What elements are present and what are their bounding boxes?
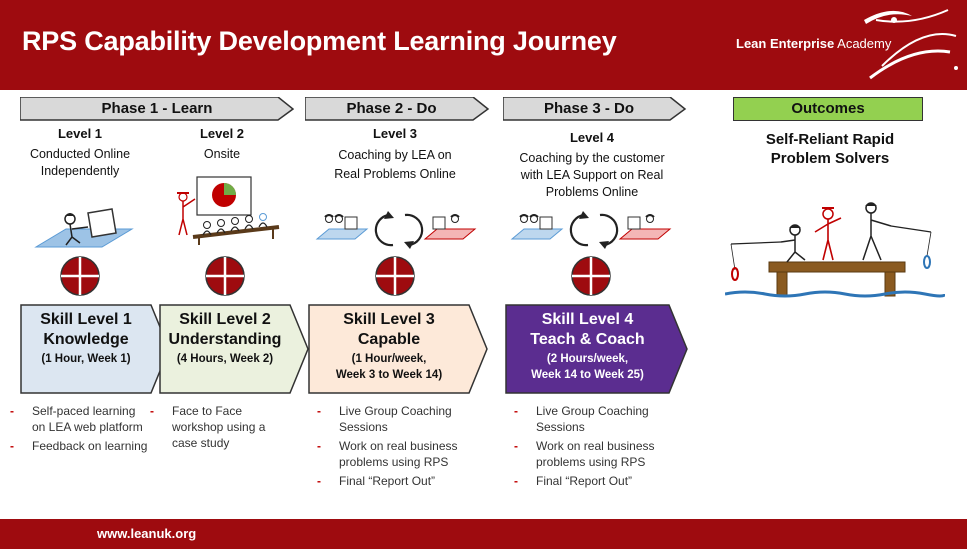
- phase-2-arrow-shape: [305, 97, 490, 121]
- skill-level-4-sub: (2 Hours/week, Week 14 to Week 25): [505, 351, 688, 383]
- level-1-desc-line: Independently: [40, 164, 120, 178]
- level-4-desc-line: Coaching by the customer: [519, 151, 665, 165]
- level-1-bullets: Self-paced learning on LEA web platform …: [8, 403, 148, 457]
- skill-level-4-title: Skill Level 4 Teach & Coach: [505, 310, 688, 350]
- pie-chart-icon: [177, 176, 280, 245]
- skill-level-1-sub: (1 Hour, Week 1): [20, 351, 170, 367]
- skill-level-1-box: Skill Level 1 Knowledge (1 Hour, Week 1): [20, 304, 170, 394]
- skill-level-2-box: Skill Level 2 Understanding (4 Hours, We…: [159, 304, 309, 394]
- list-item: Face to Face workshop using a case study: [148, 403, 288, 451]
- list-item: Work on real business problems using RPS: [512, 438, 682, 470]
- page-title: RPS Capability Development Learning Jour…: [22, 26, 617, 56]
- fishing-people-icon: [725, 202, 945, 298]
- brand-name-light: Academy: [834, 36, 892, 51]
- swoosh-logo-icon: [864, 9, 958, 80]
- phase-1-arrow-shape: [20, 97, 294, 121]
- level-4-title: Level 4: [569, 130, 615, 145]
- laptop-icon: [34, 208, 134, 248]
- list-item: Live Group Coaching Sessions: [315, 403, 485, 435]
- outcomes-header: Outcomes: [733, 97, 923, 121]
- level-4-desc: Coaching by the customer with LEA Suppor…: [502, 150, 682, 201]
- level-3-bullets: Live Group Coaching Sessions Work on rea…: [315, 403, 485, 492]
- skill-title-line: Teach & Coach: [530, 331, 645, 348]
- cycle-arrows-icon: [315, 211, 477, 249]
- list-item: Live Group Coaching Sessions: [512, 403, 682, 435]
- level-3-desc-line: Coaching by LEA on: [338, 148, 452, 162]
- skill-sub-line: Week 3 to Week 14): [335, 369, 443, 381]
- skill-level-2-sub: (4 Hours, Week 2): [159, 351, 309, 367]
- phase-3-arrow: Phase 3 - Do: [503, 97, 687, 121]
- skill-level-1-title: Skill Level 1 Knowledge: [20, 310, 170, 350]
- level-3-desc-line: Real Problems Online: [334, 167, 456, 181]
- level-1-title: Level 1: [57, 126, 103, 141]
- list-item: Feedback on learning: [8, 438, 148, 454]
- skill-title-line: Skill Level 1: [40, 311, 132, 328]
- website-link[interactable]: www.leanuk.org: [97, 526, 197, 541]
- skill-title-line: Capable: [357, 331, 421, 348]
- skill-sub-line: (1 Hour, Week 1): [41, 353, 131, 365]
- skill-level-3-shape: [308, 304, 488, 394]
- skill-sub-line: Week 14 to Week 25): [531, 369, 644, 381]
- phase-3-label: Phase 3 - Do: [543, 100, 635, 117]
- skill-sub-line: (2 Hours/week,: [546, 353, 629, 365]
- skill-level-2-title: Skill Level 2 Understanding: [159, 310, 309, 350]
- skill-title-line: Knowledge: [43, 331, 129, 348]
- cycle-arrows-icon: [510, 211, 672, 249]
- level-2-title: Level 2: [199, 126, 245, 141]
- phase-2-label: Phase 2 - Do: [346, 100, 437, 117]
- brand-name-bold: Lean Enterprise: [736, 36, 835, 51]
- level-4-desc-line: with LEA Support on Real: [520, 168, 664, 182]
- skill-title-line: Skill Level 4: [541, 311, 634, 328]
- skill-level-3-box: Skill Level 3 Capable (1 Hour/week, Week…: [308, 304, 488, 394]
- level-1-desc-line: Conducted Online: [29, 147, 131, 161]
- skill-level-4-box: Skill Level 4 Teach & Coach (2 Hours/wee…: [505, 304, 688, 394]
- skill-title-line: Understanding: [168, 331, 282, 348]
- skill-sub-line: (1 Hour/week,: [351, 353, 427, 365]
- phase-2-arrow: Phase 2 - Do: [305, 97, 490, 121]
- phase-1-label: Phase 1 - Learn: [101, 100, 213, 117]
- phase-1-arrow: Phase 1 - Learn: [20, 97, 294, 121]
- outcome-text: Self-Reliant Rapid Problem Solvers: [735, 130, 925, 168]
- skill-title-line: Skill Level 3: [343, 311, 435, 328]
- skill-level-3-title: Skill Level 3 Capable: [308, 310, 488, 350]
- brand-name: Lean Enterprise Academy: [736, 36, 891, 51]
- level-2-desc-line: Onsite: [203, 147, 241, 161]
- skill-level-3-sub: (1 Hour/week, Week 3 to Week 14): [308, 351, 488, 383]
- level-3-title: Level 3: [372, 126, 418, 141]
- phase-3-arrow-shape: [503, 97, 687, 121]
- target-icon: [375, 256, 415, 296]
- level-2-desc: Onsite: [172, 146, 272, 163]
- skill-sub-line: (4 Hours, Week 2): [176, 353, 274, 365]
- footer-bar: www.leanuk.org: [0, 519, 967, 549]
- level-1-desc: Conducted Online Independently: [10, 146, 150, 180]
- skill-level-2-shape: [159, 304, 309, 394]
- target-icon: [205, 256, 245, 296]
- list-item: Final “Report Out”: [315, 473, 485, 489]
- header-bar: RPS Capability Development Learning Jour…: [0, 0, 967, 90]
- level-3-desc: Coaching by LEA on Real Problems Online: [315, 146, 475, 184]
- skill-level-4-shape: [505, 304, 688, 394]
- target-icon: [571, 256, 611, 296]
- outcome-text-line2: Problem Solvers: [770, 150, 890, 167]
- skill-title-line: Skill Level 2: [179, 311, 271, 328]
- target-icon: [60, 256, 100, 296]
- level-4-desc-line: Problems Online: [545, 185, 639, 199]
- list-item: Work on real business problems using RPS: [315, 438, 485, 470]
- level-4-bullets: Live Group Coaching Sessions Work on rea…: [512, 403, 682, 492]
- list-item: Final “Report Out”: [512, 473, 682, 489]
- outcome-text-line1: Self-Reliant Rapid: [765, 131, 895, 148]
- level-2-bullets: Face to Face workshop using a case study: [148, 403, 288, 454]
- list-item: Self-paced learning on LEA web platform: [8, 403, 148, 435]
